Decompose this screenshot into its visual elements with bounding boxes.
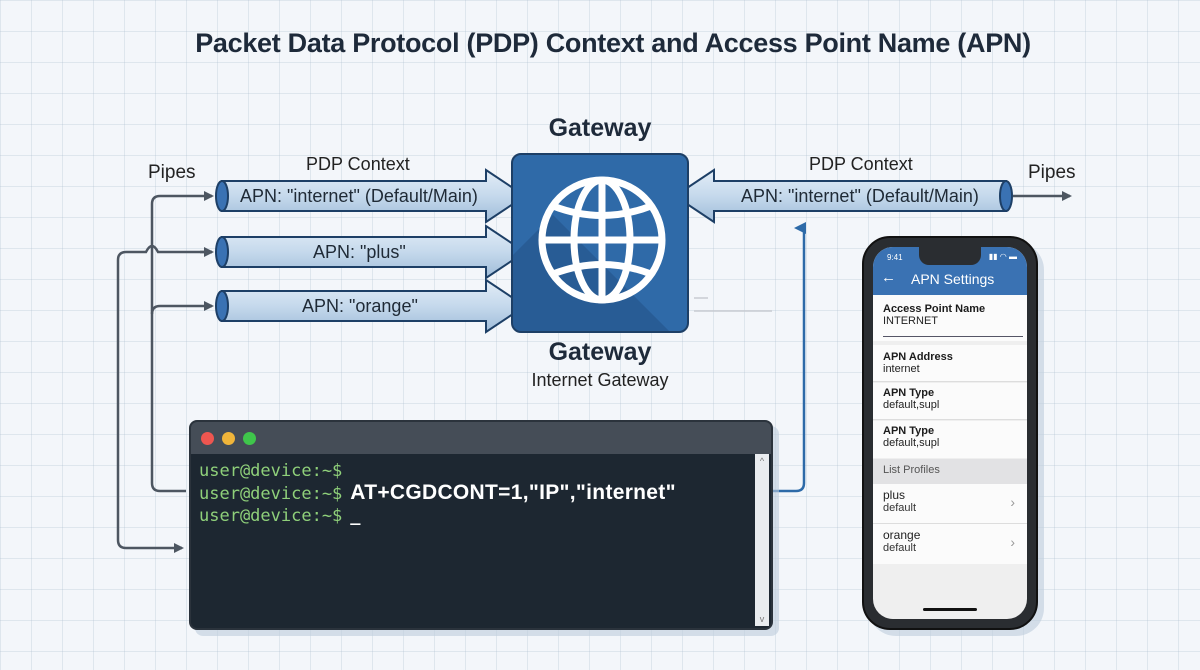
pipe-orange — [215, 278, 527, 334]
terminal-scrollbar[interactable]: ^ v — [755, 454, 769, 626]
pipes-label-right: Pipes — [1028, 162, 1076, 183]
wire-to-orange — [150, 301, 214, 315]
pipe-label-plus: APN: "plus" — [313, 242, 406, 262]
back-arrow-icon[interactable]: ← — [881, 269, 896, 286]
field-value: default,supl — [883, 399, 940, 411]
shell-prompt: user@device:~$ — [199, 506, 343, 526]
profile-type: default — [883, 542, 917, 554]
diagram-title: Packet Data Protocol (PDP) Context and A… — [195, 28, 1031, 58]
field-value: internet — [883, 363, 920, 375]
terminal-line: user@device:~$ — [199, 460, 676, 482]
terminal-line: user@device:~$ AT+CGDCONT=1,"IP","interne… — [199, 482, 676, 505]
minimize-window-button[interactable] — [222, 432, 235, 445]
pipes-label-left: Pipes — [148, 162, 196, 183]
gateway-subtitle: Internet Gateway — [531, 370, 669, 390]
phone-notch — [919, 247, 981, 265]
profile-item-plus[interactable]: plus default › — [873, 484, 1027, 524]
close-window-button[interactable] — [201, 432, 214, 445]
pdp-context-label-right: PDP Context — [809, 154, 913, 174]
chevron-right-icon: › — [1010, 494, 1015, 510]
gateway-title: Gateway — [548, 114, 652, 142]
wire-to-plus-and-terminal — [116, 244, 212, 553]
phone-screen: 9:41 ▮▮ ◠ ▬ ← APN Settings Access Point … — [873, 247, 1027, 619]
apn-address-field[interactable]: APN Address internet — [873, 345, 1027, 382]
text-cursor: _ — [350, 506, 361, 526]
home-indicator[interactable] — [923, 608, 977, 611]
profile-item-orange[interactable]: orange default › — [873, 524, 1027, 564]
shell-prompt: user@device:~$ — [199, 461, 343, 481]
chevron-right-icon: › — [1010, 534, 1015, 550]
terminal-line: user@device:~$ _ — [199, 505, 676, 527]
profile-type: default — [883, 502, 917, 514]
terminal-output[interactable]: user@device:~$ user@device:~$ AT+CGDCONT=… — [199, 460, 676, 527]
field-value: default,supl — [883, 437, 940, 449]
field-label: Access Point Name — [883, 303, 986, 315]
status-icons: ▮▮ ◠ ▬ — [988, 252, 1017, 261]
at-command: AT+CGDCONT=1,"IP","internet" — [350, 481, 676, 504]
profile-name: plus — [883, 488, 906, 502]
field-label: APN Type — [883, 387, 935, 399]
maximize-window-button[interactable] — [243, 432, 256, 445]
pipe-internet-right — [673, 168, 1013, 224]
pdp-context-label-left: PDP Context — [306, 154, 410, 174]
apn-type-field[interactable]: APN Type default,supl — [873, 421, 1027, 458]
gateway-node — [511, 153, 689, 333]
status-time: 9:41 — [887, 253, 903, 262]
app-title: APN Settings — [911, 271, 995, 287]
scroll-up-icon[interactable]: ^ — [759, 456, 765, 466]
terminal-window: user@device:~$ user@device:~$ AT+CGDCONT=… — [189, 420, 773, 630]
access-point-name-field[interactable]: Access Point Name INTERNET — [873, 295, 1027, 341]
pipe-label-internet: APN: "internet" (Default/Main) — [240, 186, 478, 206]
wire-to-internet — [150, 191, 214, 493]
phone-device: 9:41 ▮▮ ◠ ▬ ← APN Settings Access Point … — [862, 236, 1038, 630]
gateway-name: Gateway — [548, 338, 652, 366]
scroll-down-icon[interactable]: v — [759, 614, 765, 624]
pipe-plus — [215, 224, 527, 280]
pipe-internet-left — [215, 168, 527, 224]
pipe-label-orange: APN: "orange" — [302, 296, 418, 316]
field-value: INTERNET — [883, 315, 938, 327]
field-label: APN Type — [883, 425, 935, 437]
field-label: APN Address — [883, 351, 953, 363]
wire-command-to-pipe — [718, 222, 806, 493]
profile-name: orange — [883, 528, 921, 542]
shell-prompt: user@device:~$ — [199, 484, 343, 504]
pipe-label-internet-right: APN: "internet" (Default/Main) — [741, 186, 979, 206]
input-underline — [883, 336, 1023, 337]
list-profiles-header: List Profiles — [873, 459, 1027, 484]
apn-type-field[interactable]: APN Type default,supl — [873, 383, 1027, 420]
terminal-titlebar — [191, 422, 771, 454]
globe-icon — [538, 176, 666, 304]
